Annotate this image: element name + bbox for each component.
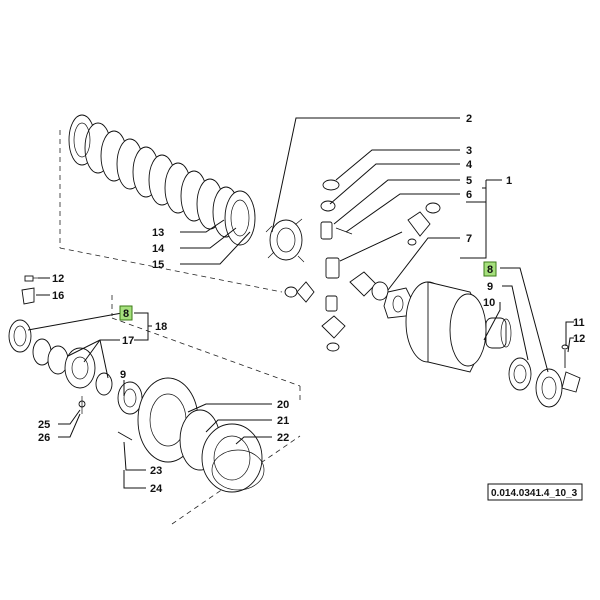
- callout-16: 16: [52, 290, 64, 302]
- diagram-code-box: 0.014.0341.4_10_3: [487, 483, 583, 501]
- callout-15: 15: [152, 259, 164, 271]
- callout-9-right: 9: [487, 281, 493, 293]
- callout-20: 20: [277, 399, 289, 411]
- side-flange-cover: [78, 377, 265, 493]
- differential-housing: [405, 281, 512, 373]
- callout-23: 23: [150, 465, 162, 477]
- callout-7: 7: [466, 233, 472, 245]
- callout-8-highlight-right: [483, 261, 497, 277]
- callout-12-right: 12: [573, 333, 585, 345]
- callout-2: 2: [466, 113, 472, 125]
- diagram-code: 0.014.0341.4_10_3: [491, 488, 578, 499]
- right-bearing-assembly: [508, 357, 581, 408]
- callout-8-right: 8: [487, 264, 493, 276]
- callout-1: 1: [506, 175, 512, 187]
- callout-21: 21: [277, 415, 289, 427]
- clutch-disc-stack: [68, 114, 256, 246]
- differential-spider-parts: [284, 179, 441, 352]
- callout-12-left: 12: [52, 273, 64, 285]
- callout-3: 3: [466, 145, 472, 157]
- callout-13: 13: [152, 227, 164, 239]
- callout-8-left: 8: [123, 308, 129, 320]
- callout-10: 10: [483, 297, 495, 309]
- callout-8-highlight-left: [119, 305, 133, 321]
- callout-18: 18: [155, 321, 167, 333]
- callout-9-left: 9: [120, 369, 126, 381]
- leader-lines: [27, 117, 574, 489]
- callout-26: 26: [38, 432, 50, 444]
- callout-4: 4: [466, 159, 473, 171]
- callout-17: 17: [122, 335, 134, 347]
- callout-14: 14: [152, 243, 165, 255]
- callout-5: 5: [466, 175, 472, 187]
- callout-25: 25: [38, 419, 50, 431]
- dashed-boundary: [59, 130, 301, 525]
- callout-24: 24: [150, 483, 163, 495]
- callout-6: 6: [466, 189, 472, 201]
- crown-bevel-gear: [265, 218, 305, 263]
- callout-labels: 2 3 4 5 1 6 7 8 9 10 11 12 13 14 15 12 1…: [38, 113, 585, 495]
- callout-11: 11: [573, 317, 585, 329]
- callout-22: 22: [277, 432, 289, 444]
